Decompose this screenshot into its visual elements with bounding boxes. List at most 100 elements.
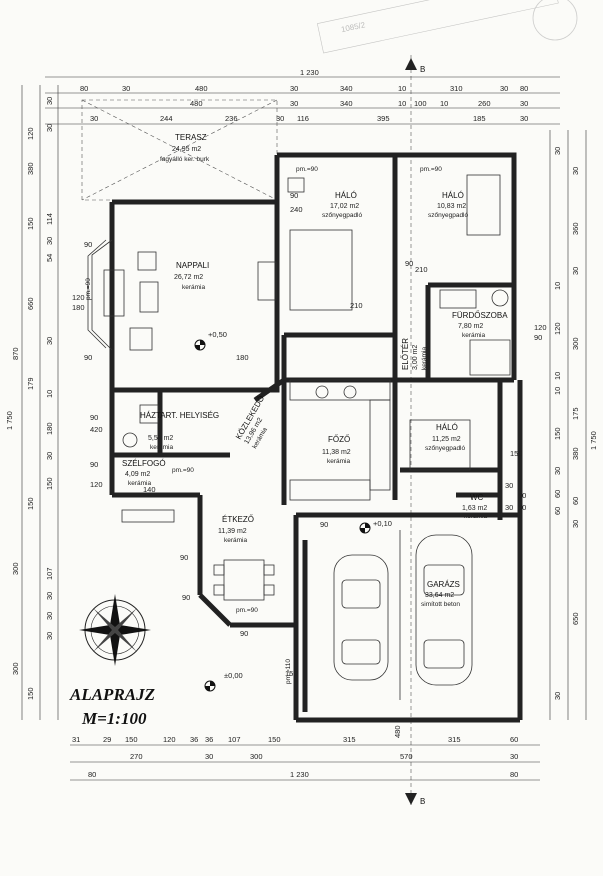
- room-fozo-area: 11,38 m2: [322, 449, 351, 456]
- inner-dim-10: 210: [415, 265, 428, 274]
- room-hazt-name: HÁZTART. HELYISÉG: [140, 411, 219, 420]
- dim-bot-2: 29: [103, 735, 111, 744]
- inner-dim-19: 90: [320, 520, 328, 529]
- dim-top-r2-1: 480: [190, 99, 203, 108]
- room-hazt-area: 5,51 m2: [148, 435, 173, 442]
- dim-right-3: 30: [571, 267, 580, 275]
- dim-bot-7: 107: [228, 735, 241, 744]
- dim-left-c2-6: 30: [45, 337, 54, 345]
- section-line-b: B B: [405, 55, 425, 806]
- dim-top-1: 80: [80, 84, 88, 93]
- plan-title: ALAPRAJZ: [69, 685, 155, 704]
- dimension-chain-right: 1 750 30 360 30 300 175 380 60 30 650 30…: [549, 130, 598, 720]
- inner-dim-4: 120: [72, 293, 85, 302]
- dim-top-r2-3: 340: [340, 99, 353, 108]
- dim-left-10: 150: [26, 687, 35, 700]
- inner-dim-24: 60: [518, 491, 526, 500]
- dim-top-r3-7: 185: [473, 114, 486, 123]
- dim-left-c2-12: 30: [45, 592, 54, 600]
- dimension-chain-left: 1 750 120 380 150 660 870 179 150 300 30…: [5, 85, 59, 720]
- dim-top-5: 340: [340, 84, 353, 93]
- room-terasz-area: 24,95 m2: [172, 146, 201, 153]
- dim-bot-r2-2: 30: [205, 752, 213, 761]
- dim-right-2: 360: [571, 222, 580, 235]
- dim-top-6: 10: [398, 84, 406, 93]
- dim-right-1: 30: [571, 167, 580, 175]
- dim-bot-9: 315: [343, 735, 356, 744]
- room-terasz-name: TERASZ: [175, 133, 207, 142]
- room-halo3-name: HÁLÓ: [436, 423, 458, 432]
- inner-dim-3: 90: [84, 240, 92, 249]
- dim-bot-r3-3: 80: [510, 770, 518, 779]
- dim-right-c2-8: 60: [553, 490, 562, 498]
- room-halo1-area: 17,02 m2: [330, 203, 359, 210]
- dim-left-c2-3: 114: [45, 213, 54, 225]
- level-ground-text: ±0,00: [224, 671, 243, 680]
- dim-right-c2-1: 30: [553, 147, 562, 155]
- inner-dim-5: 180: [72, 303, 85, 312]
- car-icon-right: [415, 534, 473, 686]
- dim-top-r2-4: 10: [398, 99, 406, 108]
- dim-top-2: 30: [122, 84, 130, 93]
- room-furdo-area: 7,80 m2: [458, 323, 483, 330]
- room-etkezo-material: kerámia: [224, 537, 248, 544]
- level-garage-text: +0,10: [373, 519, 392, 528]
- dim-right-9: 650: [571, 612, 580, 625]
- dim-top-r3-6: 395: [377, 114, 390, 123]
- room-furdo-name: FÜRDŐSZOBA: [452, 311, 508, 320]
- dim-left-c2-11: 107: [45, 567, 54, 580]
- room-fozo-name: FŐZŐ: [328, 435, 350, 444]
- inner-dim-14: 150: [510, 449, 523, 458]
- room-nappali-area: 26,72 m2: [174, 274, 203, 281]
- dim-bot-5: 36: [190, 735, 198, 744]
- inner-dim-8: 420: [90, 425, 103, 434]
- dimension-chain-bottom: 31 29 150 120 36 36 107 150 315 315 60 2…: [70, 735, 540, 781]
- inner-dim-23: 90: [240, 629, 248, 638]
- dim-left-c2-4: 30: [45, 237, 54, 245]
- dim-bot-r2-5: 30: [510, 752, 518, 761]
- dim-right-c2-5: 10: [553, 387, 562, 395]
- dim-top-r3-8: 30: [520, 114, 528, 123]
- plan-scale: M=1:100: [81, 709, 147, 728]
- approval-stamp: 1085/2: [316, 0, 578, 54]
- inner-dim-20: 150: [285, 669, 298, 678]
- dim-left-c2-2: 30: [45, 124, 54, 132]
- room-wc-area: 1,63 m2: [462, 505, 487, 512]
- dim-top-3: 480: [195, 84, 208, 93]
- door-label-1: pm.=90: [296, 166, 318, 173]
- dim-top-4: 30: [290, 84, 298, 93]
- dim-right-c2-7: 30: [553, 467, 562, 475]
- walls: [87, 152, 523, 723]
- dim-left-8: 300: [11, 562, 20, 575]
- dim-left-c2-5: 54: [45, 254, 54, 262]
- dim-bot-6: 36: [205, 735, 213, 744]
- dim-bot-r2-3: 300: [250, 752, 263, 761]
- room-terasz: TERASZ 24,95 m2 fagyálló ker. burk: [160, 133, 210, 163]
- dim-top-r2-7: 260: [478, 99, 491, 108]
- room-halo3-area: 11,25 m2: [432, 436, 461, 443]
- furniture: [103, 174, 511, 601]
- dim-top-r3-2: 244: [160, 114, 173, 123]
- dim-left-9: 300: [11, 662, 20, 675]
- section-label-bottom: B: [420, 797, 425, 806]
- door-label-2: pm.=90: [420, 166, 442, 173]
- room-etkezo-area: 11,39 m2: [218, 528, 247, 535]
- room-terasz-material: fagyálló ker. burk: [160, 156, 210, 163]
- dim-bot-11: 60: [510, 735, 518, 744]
- level-living-text: +0,50: [208, 330, 227, 339]
- room-halo2-name: HÁLÓ: [442, 191, 464, 200]
- dim-bot-r3-2: 1 230: [290, 770, 309, 779]
- room-furdo-material: kerámia: [462, 332, 486, 339]
- door-label-3: pm.=90: [85, 278, 92, 300]
- car-icon-left: [333, 554, 389, 681]
- dim-bot-r3-1: 80: [88, 770, 96, 779]
- inner-dim-13: 90: [534, 333, 542, 342]
- dim-left-2: 380: [26, 162, 35, 175]
- dim-right-c2-3: 120: [553, 322, 562, 335]
- room-haztartasi: HÁZTART. HELYISÉG 5,51 m2 kerámia: [140, 411, 219, 451]
- dim-left-c2-10: 150: [45, 477, 54, 490]
- dim-right-8: 30: [571, 520, 580, 528]
- door-label-4: pm.=110: [285, 659, 292, 684]
- inner-dim-6: 90: [84, 353, 92, 362]
